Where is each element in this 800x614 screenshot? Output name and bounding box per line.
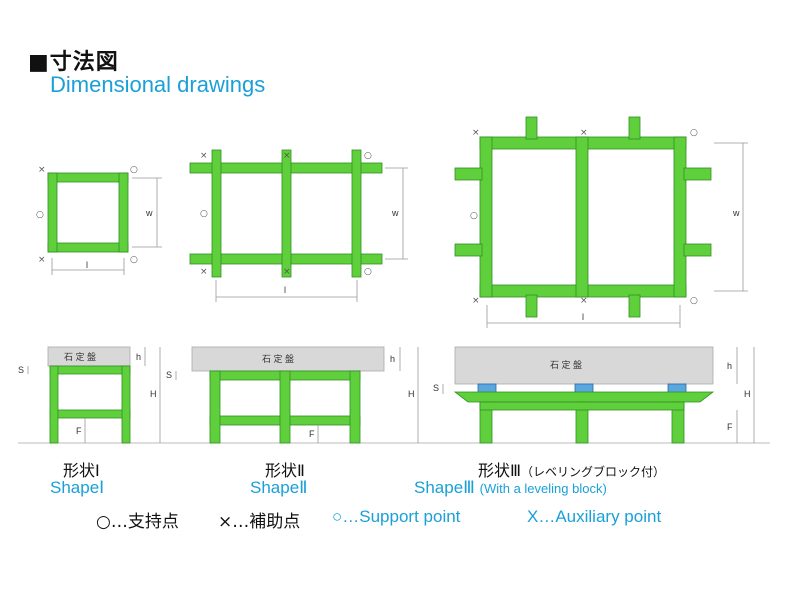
aux-mark: × xyxy=(200,151,208,161)
plate-label: 石 定 盤 xyxy=(64,351,96,362)
plate-label: 石 定 盤 xyxy=(262,353,294,364)
aux-mark: × xyxy=(472,296,480,306)
dim-h: h xyxy=(727,361,732,371)
shape1-top-view: × ○ × ○ ○ l w xyxy=(36,165,162,275)
shape3-note-jp: （レベリングブロック付） xyxy=(521,465,666,479)
shape3-note-en: (With a leveling block) xyxy=(479,481,607,496)
aux-mark: × xyxy=(580,128,588,138)
dim-l: l xyxy=(86,260,88,270)
dim-s: S xyxy=(18,365,24,375)
legend-aux-jp: ×…補助点 xyxy=(218,512,301,532)
legend-aux-en: X…Auxiliary point xyxy=(527,507,662,526)
support-mark: ○ xyxy=(470,211,478,221)
dim-l: l xyxy=(582,312,584,322)
aux-mark: × xyxy=(200,267,208,277)
shape3-caption-jp: 形状Ⅲ（レベリングブロック付） xyxy=(478,457,665,481)
shape2-caption-en: ShapeⅡ xyxy=(250,478,308,497)
support-mark: ○ xyxy=(36,210,44,220)
page-title-en: Dimensional drawings xyxy=(50,72,266,97)
aux-mark: × xyxy=(283,267,291,277)
dim-F: F xyxy=(76,426,82,436)
dim-w: w xyxy=(145,208,153,218)
dim-h: h xyxy=(136,352,141,362)
dim-w: w xyxy=(391,208,399,218)
aux-mark: × xyxy=(283,151,291,161)
shape2-caption-jp: 形状Ⅱ xyxy=(265,461,305,480)
dim-H: H xyxy=(744,389,751,399)
support-mark: ○ xyxy=(364,267,372,277)
support-mark: ○ xyxy=(690,128,698,138)
shape3-side-view: 石 定 盤 S h H F xyxy=(433,346,755,444)
shape3-top-view: × × ○ × × ○ ○ l w xyxy=(454,116,748,328)
shape1-caption-en: ShapeⅠ xyxy=(50,478,105,497)
shape3-label-jp: 形状Ⅲ xyxy=(478,461,522,480)
aux-mark: × xyxy=(472,128,480,138)
dim-F: F xyxy=(727,422,733,432)
shape2-top-view: × × ○ × × ○ ○ l w xyxy=(189,149,408,302)
support-mark: ○ xyxy=(130,255,138,265)
dim-H: H xyxy=(150,389,157,399)
dim-s: S xyxy=(433,383,439,393)
dim-l: l xyxy=(284,285,286,295)
aux-mark: × xyxy=(580,296,588,306)
support-mark: ○ xyxy=(690,296,698,306)
shape1-side-view: 石 定 盤 S h H F xyxy=(18,346,161,444)
dim-F: F xyxy=(309,429,315,439)
page-title-jp: ■寸法図 xyxy=(28,50,119,75)
dim-H: H xyxy=(408,389,415,399)
shape1-caption-jp: 形状Ⅰ xyxy=(63,461,100,480)
shape3-label-en: ShapeⅢ xyxy=(414,478,475,497)
shape2-side-view: 石 定 盤 S h H F xyxy=(166,346,419,444)
support-mark: ○ xyxy=(130,165,138,175)
shape3-caption-en: ShapeⅢ (With a leveling block) xyxy=(414,478,607,498)
aux-mark: × xyxy=(38,165,46,175)
support-mark: ○ xyxy=(364,151,372,161)
support-mark: ○ xyxy=(200,209,208,219)
legend-support-jp: ○…支持点 xyxy=(96,512,179,532)
dim-h: h xyxy=(390,354,395,364)
dim-w: w xyxy=(732,208,740,218)
aux-mark: × xyxy=(38,255,46,265)
dim-s: S xyxy=(166,370,172,380)
plate-label: 石 定 盤 xyxy=(550,359,582,370)
legend-support-en: ○…Support point xyxy=(332,507,461,526)
